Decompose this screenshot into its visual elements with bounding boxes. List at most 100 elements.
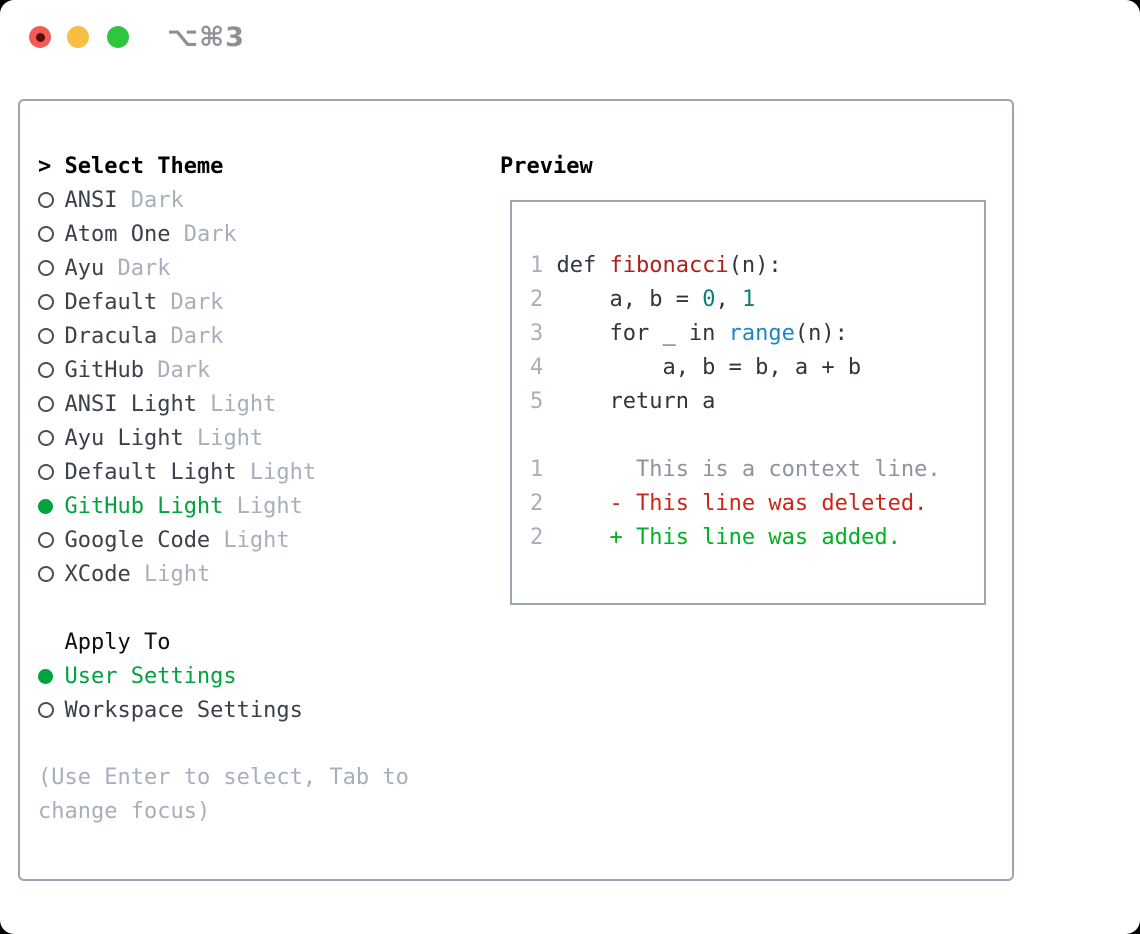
code-line: 5 return a — [530, 385, 984, 419]
line-number: 3 — [530, 321, 544, 346]
radio-icon — [38, 430, 64, 446]
theme-variant: Light — [130, 561, 211, 587]
code-line — [530, 419, 984, 453]
theme-name: Dracula — [64, 323, 158, 349]
close-button[interactable] — [29, 26, 51, 48]
hint-line-1: (Use Enter to select, Tab to — [38, 765, 409, 790]
radio-icon — [38, 226, 64, 242]
code-segment-text: def — [556, 253, 610, 278]
code-segment-text: (n): — [794, 321, 848, 346]
code-segment-builtin: range — [728, 321, 795, 346]
theme-variant: Dark — [157, 289, 224, 315]
code-segment-add: + This line was added. — [556, 525, 901, 550]
code-line: 2 a, b = 0, 1 — [530, 283, 984, 317]
radio-icon — [38, 566, 64, 582]
theme-name: XCode — [64, 561, 131, 587]
theme-name: Atom One — [64, 221, 171, 247]
radio-icon — [38, 328, 64, 344]
theme-name: Ayu Light — [64, 425, 184, 451]
radio-selected-icon — [38, 668, 64, 684]
code-line: 4 a, b = b, a + b — [530, 351, 984, 385]
hint-line-2: change focus) — [38, 799, 211, 824]
line-number: 1 — [530, 253, 544, 278]
radio-icon — [38, 294, 64, 310]
theme-name: Ayu — [64, 255, 105, 281]
line-number: 5 — [530, 389, 544, 414]
code-line: 2 + This line was added. — [530, 521, 984, 555]
radio-icon — [38, 362, 64, 378]
theme-name: ANSI — [64, 187, 118, 213]
radio-icon — [38, 192, 64, 208]
theme-item[interactable]: ANSI Dark — [38, 183, 409, 217]
theme-variant: Dark — [104, 255, 171, 281]
zoom-button[interactable] — [107, 26, 129, 48]
theme-item[interactable]: Default Dark — [38, 285, 409, 319]
line-number: 2 — [530, 525, 544, 550]
apply-to-option-label: User Settings — [64, 663, 237, 689]
theme-name: Default — [64, 289, 158, 315]
theme-item[interactable]: Dracula Dark — [38, 319, 409, 353]
theme-item[interactable]: Ayu Light Light — [38, 421, 409, 455]
theme-variant: Light — [210, 527, 290, 553]
theme-item[interactable]: GitHub Dark — [38, 353, 409, 387]
code-line: 2 - This line was deleted. — [530, 487, 984, 521]
theme-variant: Light — [236, 459, 317, 485]
code-segment-del: - This line was deleted. — [556, 491, 928, 516]
select-theme-header-label: Select Theme — [64, 153, 224, 179]
theme-item[interactable]: Ayu Dark — [38, 251, 409, 285]
theme-variant: Dark — [143, 357, 211, 383]
theme-name: GitHub Light — [64, 493, 224, 519]
theme-variant: Dark — [170, 221, 237, 247]
preview-title: Preview — [500, 153, 593, 179]
code-segment-text: return a — [556, 389, 716, 414]
code-segment-func: fibonacci — [609, 253, 729, 278]
code-segment-text: a, b = b, a + b — [556, 355, 862, 380]
close-dot-icon — [35, 32, 45, 42]
radio-icon — [38, 702, 64, 718]
theme-name: GitHub — [64, 357, 144, 383]
code-segment-num: 1 — [741, 287, 756, 312]
code-segment-text: , — [715, 287, 742, 312]
hint-text: (Use Enter to select, Tab to change focu… — [38, 761, 409, 829]
theme-item[interactable]: ANSI Light Light — [38, 387, 409, 421]
apply-to-option[interactable]: User Settings — [38, 659, 409, 693]
code-segment-text: (n): — [728, 253, 782, 278]
theme-variant: Light — [196, 391, 277, 417]
apply-to-header-label: Apply To — [64, 629, 171, 655]
selection-caret-icon: > — [38, 153, 52, 179]
line-number: 1 — [530, 457, 544, 482]
line-number: 2 — [530, 491, 544, 516]
theme-variant: Dark — [157, 323, 224, 349]
code-segment-text: a, b = — [556, 287, 703, 312]
theme-variant: Light — [223, 493, 303, 519]
apply-to-option-label: Workspace Settings — [64, 697, 303, 723]
code-line: 1 This is a context line. — [530, 453, 984, 487]
theme-item[interactable]: Atom One Dark — [38, 217, 409, 251]
theme-item[interactable]: Google Code Light — [38, 523, 409, 557]
theme-name: Google Code — [64, 527, 211, 553]
radio-icon — [38, 464, 64, 480]
theme-item[interactable]: GitHub Light Light — [38, 489, 409, 523]
apply-to-header: Apply To — [38, 625, 409, 659]
theme-name: ANSI Light — [64, 391, 197, 417]
spacer — [38, 727, 409, 761]
theme-variant: Light — [183, 425, 264, 451]
code-segment-ctx: This is a context line. — [556, 457, 941, 482]
minimize-button[interactable] — [67, 26, 89, 48]
apply-to-option[interactable]: Workspace Settings — [38, 693, 409, 727]
theme-item[interactable]: XCode Light — [38, 557, 409, 591]
theme-name: Default Light — [64, 459, 237, 485]
theme-item[interactable]: Default Light Light — [38, 455, 409, 489]
line-number: 2 — [530, 287, 544, 312]
radio-icon — [38, 396, 64, 412]
radio-icon — [38, 260, 64, 276]
select-theme-header: > Select Theme — [38, 149, 409, 183]
window-title: ⌥⌘3 — [167, 22, 245, 53]
